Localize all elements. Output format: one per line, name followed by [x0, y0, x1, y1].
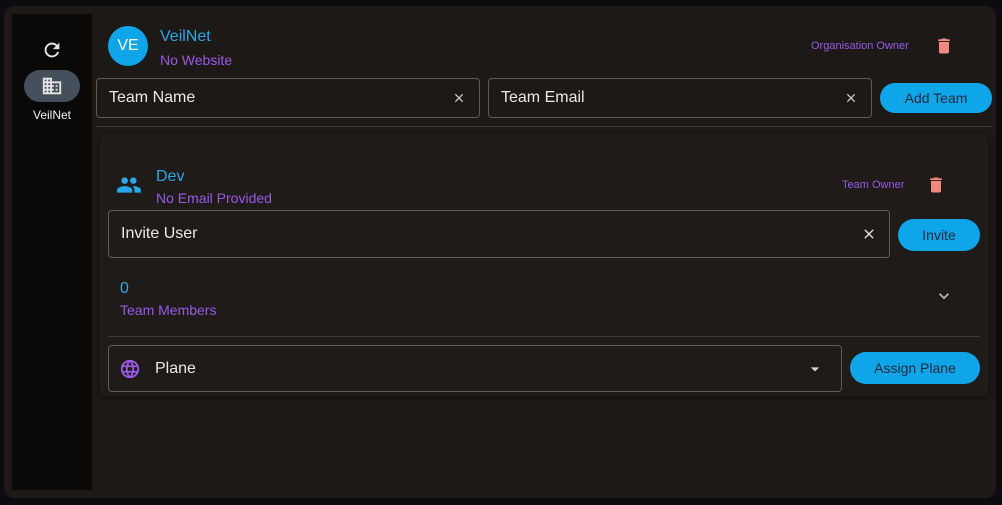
trash-icon — [926, 175, 946, 195]
trash-icon — [934, 36, 954, 56]
avatar: VE — [108, 26, 148, 66]
team-email-input[interactable]: Team Email — [488, 78, 872, 118]
team-member-count: 0 — [120, 280, 129, 297]
plane-select-value: Plane — [155, 359, 196, 377]
add-team-button[interactable]: Add Team — [880, 83, 992, 113]
invite-button[interactable]: Invite — [898, 219, 980, 251]
building-icon — [41, 75, 63, 97]
organisation-website: No Website — [160, 52, 233, 68]
team-email: No Email Provided — [156, 190, 272, 206]
chevron-down-icon[interactable] — [932, 284, 956, 308]
organisation-name: VeilNet — [160, 28, 211, 45]
app-window: VeilNet VE VeilNet No Website Organisati… — [4, 6, 996, 498]
delete-team-button[interactable] — [924, 173, 948, 197]
team-role-badge: Team Owner — [842, 179, 905, 191]
globe-icon — [119, 358, 141, 380]
main-content: VE VeilNet No Website Organisation Owner… — [92, 6, 996, 498]
team-name-input[interactable]: Team Name — [96, 78, 480, 118]
team-member-label: Team Members — [120, 302, 217, 318]
sidebar-item-label: VeilNet — [32, 108, 72, 122]
assign-plane-button[interactable]: Assign Plane — [850, 352, 980, 384]
team-card: Dev No Email Provided Team Owner Invite … — [100, 134, 988, 396]
clear-icon[interactable] — [839, 86, 863, 110]
invite-user-placeholder: Invite User — [121, 225, 198, 242]
group-icon — [116, 172, 142, 198]
team-email-placeholder: Team Email — [501, 89, 585, 106]
clear-icon[interactable] — [447, 86, 471, 110]
team-name-placeholder: Team Name — [109, 89, 196, 106]
team-name: Dev — [156, 168, 185, 185]
invite-user-input[interactable]: Invite User — [108, 210, 890, 258]
delete-organisation-button[interactable] — [932, 34, 956, 58]
clear-icon[interactable] — [857, 222, 881, 246]
sidebar: VeilNet — [12, 14, 92, 490]
sidebar-item-veilnet[interactable] — [24, 70, 80, 102]
plane-select[interactable]: Plane — [108, 345, 842, 392]
divider — [96, 126, 992, 127]
dropdown-arrow-icon — [803, 357, 827, 381]
divider — [108, 336, 980, 337]
organisation-role-badge: Organisation Owner — [811, 40, 909, 52]
refresh-icon[interactable] — [38, 36, 66, 64]
